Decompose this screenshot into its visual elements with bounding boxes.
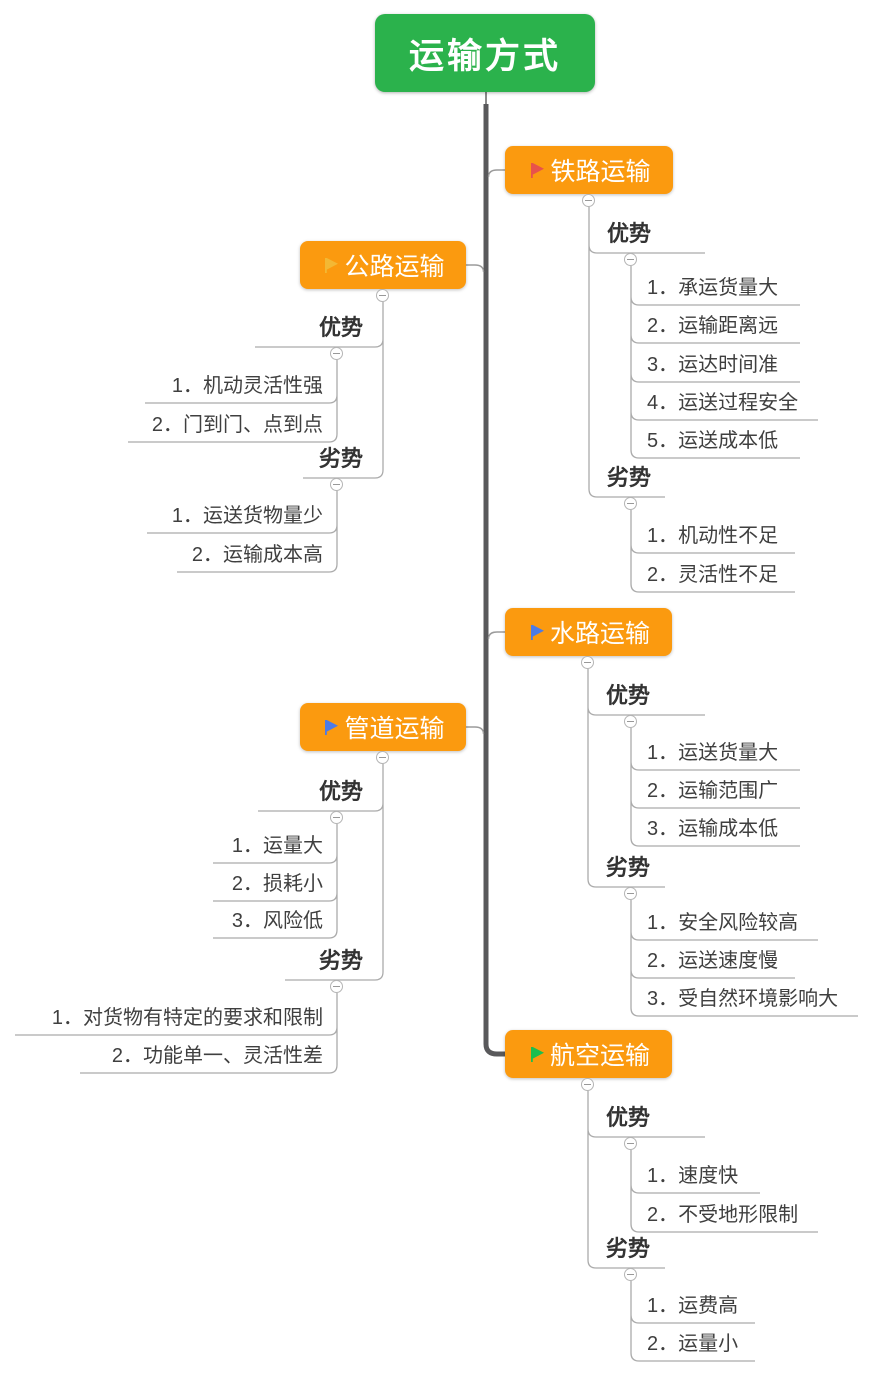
collapse-icon[interactable] [624, 1268, 637, 1281]
collapse-icon[interactable] [624, 715, 637, 728]
flag-icon [325, 720, 339, 735]
group-label-highway-advantages[interactable]: 优势 [318, 315, 363, 340]
group-label-pipeline-advantages[interactable]: 优势 [318, 779, 363, 804]
list-item[interactable]: 2．损耗小 [231, 873, 323, 895]
flag-icon [531, 163, 545, 178]
list-item[interactable]: 1．运送货量大 [647, 742, 779, 764]
list-item[interactable]: 2．功能单一、灵活性差 [111, 1045, 323, 1067]
list-item[interactable]: 2．运输范围广 [647, 780, 779, 802]
collapse-icon[interactable] [624, 887, 637, 900]
branch-highway[interactable]: 公路运输 [300, 241, 466, 289]
collapse-icon[interactable] [376, 751, 389, 764]
branch-label: 管道运输 [344, 715, 445, 743]
list-item[interactable]: 2．运送速度慢 [647, 950, 779, 972]
branch-railway[interactable]: 铁路运输 [505, 146, 673, 194]
group-label-railway-advantages[interactable]: 优势 [607, 221, 652, 246]
branch-pipeline[interactable]: 管道运输 [300, 703, 466, 751]
collapse-icon[interactable] [581, 1078, 594, 1091]
collapse-icon[interactable] [330, 478, 343, 491]
flag-icon [325, 258, 339, 273]
list-item[interactable]: 3．风险低 [231, 910, 323, 932]
group-label-railway-disadvantages[interactable]: 劣势 [607, 465, 652, 490]
flag-icon [530, 1047, 544, 1062]
list-item[interactable]: 1．承运货量大 [647, 277, 779, 299]
collapse-icon[interactable] [330, 347, 343, 360]
collapse-icon[interactable] [581, 656, 594, 669]
collapse-icon[interactable] [624, 253, 637, 266]
branch-label: 公路运输 [344, 253, 445, 281]
list-item[interactable]: 1．运量大 [231, 835, 323, 857]
group-label-waterway-advantages[interactable]: 优势 [606, 683, 651, 708]
collapse-icon[interactable] [330, 811, 343, 824]
list-item[interactable]: 1．运费高 [647, 1295, 739, 1317]
list-item[interactable]: 4．运送过程安全 [647, 392, 799, 414]
root-label: 运输方式 [408, 35, 561, 77]
group-label-pipeline-disadvantages[interactable]: 劣势 [318, 948, 363, 973]
root-node[interactable]: 运输方式 [375, 14, 595, 92]
list-item[interactable]: 1．机动性不足 [647, 525, 779, 547]
collapse-icon[interactable] [376, 289, 389, 302]
branch-waterway[interactable]: 水路运输 [505, 608, 672, 656]
branch-label: 铁路运输 [550, 158, 651, 186]
list-item[interactable]: 1．安全风险较高 [647, 912, 799, 934]
branch-air[interactable]: 航空运输 [505, 1030, 672, 1078]
collapse-icon[interactable] [624, 1137, 637, 1150]
list-item[interactable]: 2．运量小 [647, 1333, 739, 1355]
collapse-icon[interactable] [624, 497, 637, 510]
list-item[interactable]: 3．运输成本低 [647, 818, 779, 840]
list-item[interactable]: 1．对货物有特定的要求和限制 [51, 1007, 323, 1029]
branch-label: 航空运输 [549, 1042, 650, 1070]
collapse-icon[interactable] [582, 194, 595, 207]
list-item[interactable]: 3．受自然环境影响大 [647, 988, 839, 1010]
list-item[interactable]: 5．运送成本低 [647, 430, 779, 452]
list-item[interactable]: 1．运送货物量少 [171, 505, 323, 527]
group-label-highway-disadvantages[interactable]: 劣势 [318, 446, 363, 471]
list-item[interactable]: 3．运达时间准 [647, 354, 779, 376]
list-item[interactable]: 2．不受地形限制 [647, 1204, 799, 1226]
flag-icon [530, 625, 544, 640]
group-label-waterway-disadvantages[interactable]: 劣势 [606, 855, 651, 880]
list-item[interactable]: 1．机动灵活性强 [171, 375, 323, 397]
list-item[interactable]: 2．运输距离远 [647, 315, 779, 337]
branch-label: 水路运输 [549, 620, 650, 648]
list-item[interactable]: 1．速度快 [647, 1165, 739, 1187]
list-item[interactable]: 2．门到门、点到点 [151, 414, 323, 436]
list-item[interactable]: 2．运输成本高 [191, 544, 323, 566]
list-item[interactable]: 2．灵活性不足 [647, 564, 779, 586]
group-label-air-advantages[interactable]: 优势 [606, 1105, 651, 1130]
collapse-icon[interactable] [330, 980, 343, 993]
group-label-air-disadvantages[interactable]: 劣势 [606, 1236, 651, 1261]
